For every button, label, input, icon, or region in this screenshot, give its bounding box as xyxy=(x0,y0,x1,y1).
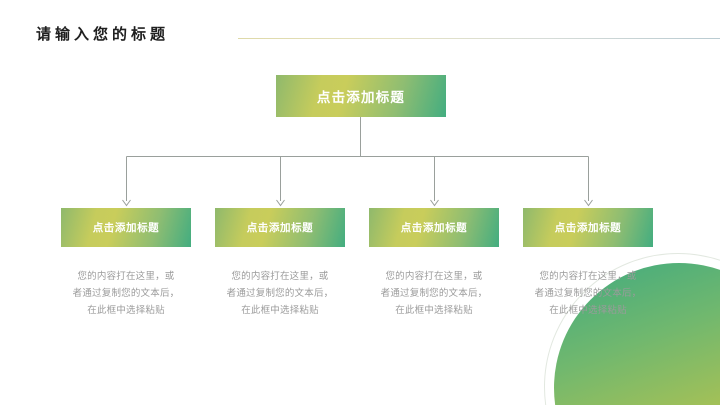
description-line: 您的内容打在这里，或 xyxy=(385,271,483,282)
description-line: 者通过复制您的文本后， xyxy=(72,288,180,299)
org-node-child-3-label: 点击添加标题 xyxy=(400,222,468,234)
org-node-root-label: 点击添加标题 xyxy=(316,90,406,105)
org-node-description-2[interactable]: 您的内容打在这里，或 者通过复制您的文本后， 在此框中选择粘贴 xyxy=(205,268,355,319)
description-line: 在此框中选择粘贴 xyxy=(549,305,627,316)
arrowhead-icon-3 xyxy=(430,199,439,207)
org-node-root[interactable]: 点击添加标题 xyxy=(276,75,446,117)
org-node-description-3[interactable]: 您的内容打在这里，或 者通过复制您的文本后， 在此框中选择粘贴 xyxy=(359,268,509,319)
description-line: 您的内容打在这里，或 xyxy=(231,271,329,282)
slide-header: 请输入您的标题 xyxy=(0,24,720,54)
description-line: 在此框中选择粘贴 xyxy=(87,305,165,316)
page-title: 请输入您的标题 xyxy=(36,26,170,43)
description-line: 者通过复制您的文本后， xyxy=(226,288,334,299)
description-line: 在此框中选择粘贴 xyxy=(241,305,319,316)
org-node-child-2-label: 点击添加标题 xyxy=(246,222,314,234)
arrowhead-icon-2 xyxy=(276,199,285,207)
arrowhead-icon-4 xyxy=(584,199,593,207)
arrowhead-icon-1 xyxy=(122,199,131,207)
description-line: 您的内容打在这里，或 xyxy=(77,271,175,282)
title-divider-rule xyxy=(238,38,720,39)
org-node-child-2[interactable]: 点击添加标题 xyxy=(215,208,345,247)
description-line: 者通过复制您的文本后， xyxy=(380,288,488,299)
description-line: 您的内容打在这里，或 xyxy=(539,271,637,282)
org-node-child-4-label: 点击添加标题 xyxy=(554,222,622,234)
description-line: 在此框中选择粘贴 xyxy=(395,305,473,316)
org-node-child-4[interactable]: 点击添加标题 xyxy=(523,208,653,247)
org-node-child-1-label: 点击添加标题 xyxy=(92,222,160,234)
description-line: 者通过复制您的文本后， xyxy=(534,288,642,299)
org-node-child-1[interactable]: 点击添加标题 xyxy=(61,208,191,247)
org-node-child-3[interactable]: 点击添加标题 xyxy=(369,208,499,247)
org-node-description-1[interactable]: 您的内容打在这里，或 者通过复制您的文本后， 在此框中选择粘贴 xyxy=(51,268,201,319)
org-node-description-4[interactable]: 您的内容打在这里，或 者通过复制您的文本后， 在此框中选择粘贴 xyxy=(513,268,663,319)
